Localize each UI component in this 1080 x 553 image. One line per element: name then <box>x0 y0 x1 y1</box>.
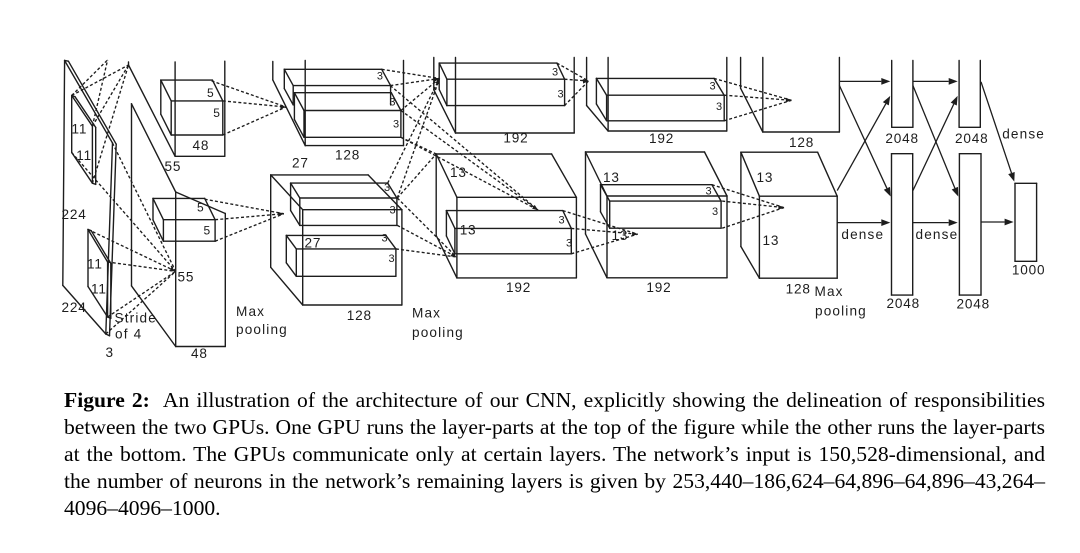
svg-text:3: 3 <box>377 71 383 83</box>
svg-text:5: 5 <box>197 201 204 215</box>
svg-text:3: 3 <box>382 233 388 245</box>
svg-text:3: 3 <box>390 205 396 217</box>
svg-text:dense: dense <box>1002 126 1045 141</box>
svg-text:Max: Max <box>412 306 441 321</box>
svg-text:11: 11 <box>91 282 107 297</box>
svg-text:13: 13 <box>757 170 774 185</box>
svg-text:27: 27 <box>305 236 322 251</box>
svg-text:Max: Max <box>236 304 265 319</box>
svg-text:13: 13 <box>603 170 620 185</box>
svg-text:128: 128 <box>789 135 814 150</box>
svg-text:13: 13 <box>450 165 467 180</box>
svg-text:3: 3 <box>384 182 390 194</box>
svg-text:55: 55 <box>178 270 195 285</box>
svg-text:128: 128 <box>786 282 811 297</box>
svg-text:13: 13 <box>460 223 477 238</box>
svg-text:13: 13 <box>763 233 780 248</box>
svg-text:3: 3 <box>552 67 558 79</box>
svg-text:3: 3 <box>566 238 572 250</box>
svg-text:Max: Max <box>815 284 844 299</box>
svg-text:Stride: Stride <box>115 311 157 326</box>
svg-text:dense: dense <box>841 227 884 242</box>
svg-text:of 4: of 4 <box>115 327 142 342</box>
svg-text:pooling: pooling <box>236 322 288 337</box>
svg-text:48: 48 <box>191 346 208 361</box>
svg-text:5: 5 <box>207 86 214 100</box>
svg-text:27: 27 <box>292 156 309 171</box>
svg-text:48: 48 <box>193 138 210 153</box>
svg-text:3: 3 <box>389 253 395 265</box>
svg-text:3: 3 <box>559 215 565 227</box>
svg-text:pooling: pooling <box>815 304 867 319</box>
svg-text:192: 192 <box>506 280 531 295</box>
svg-text:128: 128 <box>347 308 372 323</box>
svg-text:13: 13 <box>612 228 629 243</box>
svg-text:1000: 1000 <box>1012 263 1045 278</box>
svg-text:5: 5 <box>204 224 211 238</box>
svg-text:11: 11 <box>76 148 92 163</box>
svg-text:3: 3 <box>106 345 114 360</box>
svg-text:192: 192 <box>649 131 674 146</box>
svg-text:11: 11 <box>72 122 88 137</box>
svg-text:3: 3 <box>716 101 722 113</box>
svg-text:224: 224 <box>62 300 87 315</box>
svg-text:2048: 2048 <box>955 131 988 146</box>
svg-text:dense: dense <box>916 227 959 242</box>
svg-text:3: 3 <box>706 186 712 198</box>
svg-text:3: 3 <box>558 88 564 100</box>
svg-text:3: 3 <box>710 81 716 93</box>
svg-text:2048: 2048 <box>957 297 990 312</box>
svg-text:5: 5 <box>213 106 220 120</box>
svg-text:224: 224 <box>62 207 87 222</box>
svg-text:2048: 2048 <box>885 131 918 146</box>
svg-text:192: 192 <box>503 131 528 146</box>
svg-text:3: 3 <box>389 97 395 109</box>
svg-text:128: 128 <box>335 148 360 163</box>
svg-text:55: 55 <box>165 159 182 174</box>
svg-text:3: 3 <box>712 206 718 218</box>
svg-text:11: 11 <box>87 257 103 272</box>
svg-text:3: 3 <box>393 119 399 131</box>
svg-text:2048: 2048 <box>887 296 920 311</box>
svg-text:192: 192 <box>646 280 671 295</box>
svg-text:pooling: pooling <box>412 325 464 340</box>
